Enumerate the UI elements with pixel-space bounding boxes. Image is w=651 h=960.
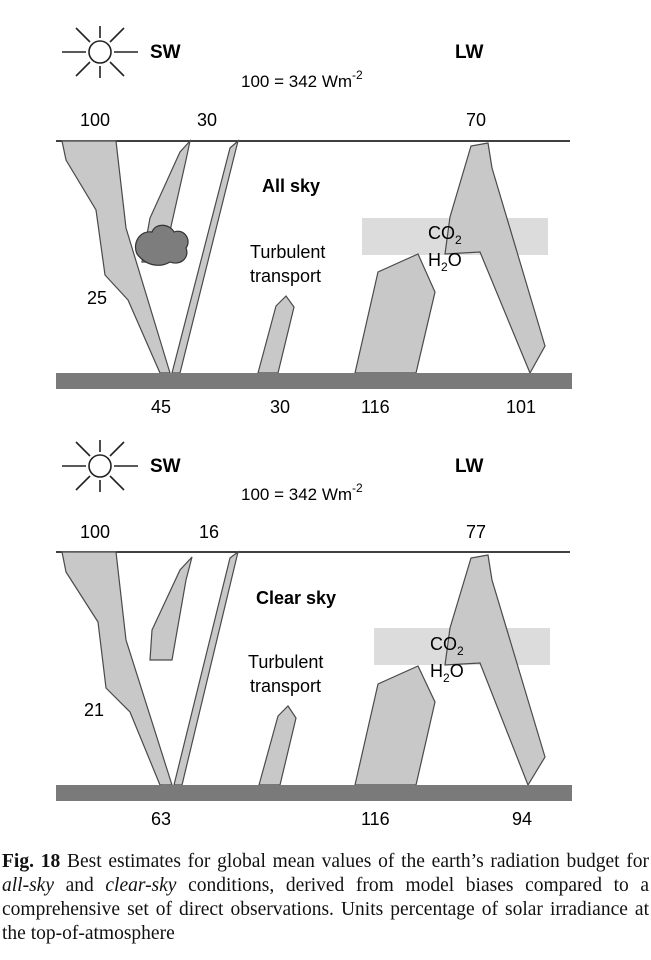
h2o-label: H2O (430, 661, 464, 685)
sky-condition-label: All sky (262, 176, 320, 196)
lw-up-value: 116 (361, 809, 390, 829)
sw-reflected-surface-value: 21 (84, 700, 104, 720)
turbulent-arrow (258, 705, 297, 786)
h2o-label: H2O (428, 250, 462, 274)
cloud-icon (134, 224, 189, 266)
lw-outgoing-arrow (444, 554, 546, 787)
sw-absorbed-surface-value: 45 (151, 397, 171, 417)
figure-caption: Fig. 18 Best estimates for global mean v… (0, 850, 651, 946)
surface-bar (56, 785, 572, 801)
caption-label: Fig. 18 (2, 851, 61, 872)
incoming-sw-value: 100 (80, 110, 110, 130)
turbulent-label-line2: transport (250, 676, 321, 696)
sensible-heat-value: 30 (270, 397, 290, 417)
outgoing-lw-value: 70 (466, 110, 486, 130)
lw-up-value: 116 (361, 397, 390, 417)
caption-text-3: conditions, derived from model biases co… (2, 875, 650, 944)
lw-down-value: 101 (506, 397, 536, 417)
sw-label: SW (150, 456, 181, 477)
sw-absorbed-surface-value: 63 (151, 809, 171, 829)
incoming-sw-arrow (61, 140, 171, 374)
caption-em-clear-sky: clear-sky (105, 875, 177, 896)
co2-label: CO2 (428, 223, 462, 247)
incoming-sw-value: 100 (80, 522, 110, 542)
sw-reflected-surface-value: 25 (87, 288, 107, 308)
turbulent-arrow (257, 295, 295, 374)
sun-icon (62, 440, 138, 492)
surface-bar (56, 373, 572, 389)
lw-up-arrow (354, 665, 436, 786)
caption-em-all-sky: all-sky (2, 875, 54, 896)
scale-label: 100 = 342 Wm-2 (241, 481, 363, 504)
lw-label: LW (455, 42, 484, 63)
co2-label: CO2 (430, 634, 464, 658)
caption-text-2: and (53, 875, 106, 896)
reflected-sw-arrow (149, 556, 193, 661)
lw-outgoing-arrow (444, 142, 546, 375)
lw-up-arrow (354, 253, 436, 374)
sw-label: SW (150, 42, 181, 63)
lw-label: LW (455, 456, 484, 477)
lw-down-value: 94 (512, 809, 532, 829)
scale-label: 100 = 342 Wm-2 (241, 68, 363, 91)
turbulent-label-line2: transport (250, 266, 321, 286)
turbulent-label-line1: Turbulent (250, 242, 325, 262)
turbulent-label-line1: Turbulent (248, 652, 323, 672)
sun-icon (62, 26, 138, 78)
panel-clear-sky: SW LW 100 = 342 Wm-2 100 16 77 Clear sky… (56, 440, 572, 829)
caption-text-1: Best estimates for global mean values of… (60, 851, 649, 872)
outgoing-lw-value: 77 (466, 522, 486, 542)
sky-condition-label: Clear sky (256, 588, 336, 608)
reflected-sw-value: 16 (199, 522, 219, 542)
panel-all-sky: SW LW 100 = 342 Wm-2 100 30 70 All sky T… (56, 26, 572, 417)
incoming-sw-arrow (61, 551, 173, 786)
reflected-sw-value: 30 (197, 110, 217, 130)
